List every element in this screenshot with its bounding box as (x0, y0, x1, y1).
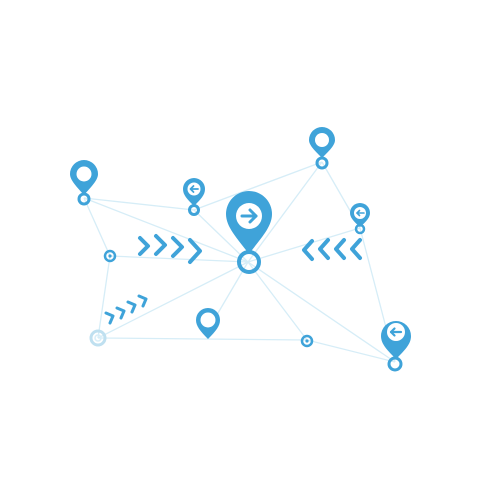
chevrons-small-icon (104, 294, 148, 325)
map-pin-icon (309, 127, 335, 170)
connection-line (247, 261, 308, 341)
connection-line (306, 339, 396, 363)
chevrons-left-icon (302, 238, 362, 261)
connection-line (247, 261, 396, 363)
connection-line (193, 209, 249, 263)
map-pin-icon (196, 308, 220, 339)
connection-line (97, 255, 111, 339)
connection-line (247, 227, 361, 263)
node-dot-icon (103, 249, 117, 263)
chevrons-right-icon (138, 234, 202, 264)
connection-line (193, 161, 323, 211)
connection-line (83, 197, 195, 211)
connection-line (247, 161, 323, 263)
map-pin-icon (70, 160, 98, 206)
node-dot-icon (300, 334, 314, 348)
map-pin-arrow-left-icon (381, 321, 411, 372)
map-pin-arrow-left-icon (350, 203, 370, 235)
connection-line (97, 337, 308, 341)
connection-line (83, 197, 249, 263)
connection-lines (83, 161, 396, 363)
arrow-right-icon (240, 208, 258, 224)
main-map-pin-icon (226, 191, 272, 274)
map-pin-arrow-left-icon (183, 178, 205, 216)
connection-line (109, 255, 249, 263)
connection-line (83, 197, 111, 257)
node-ring-icon (89, 329, 107, 347)
connection-line (97, 261, 249, 339)
